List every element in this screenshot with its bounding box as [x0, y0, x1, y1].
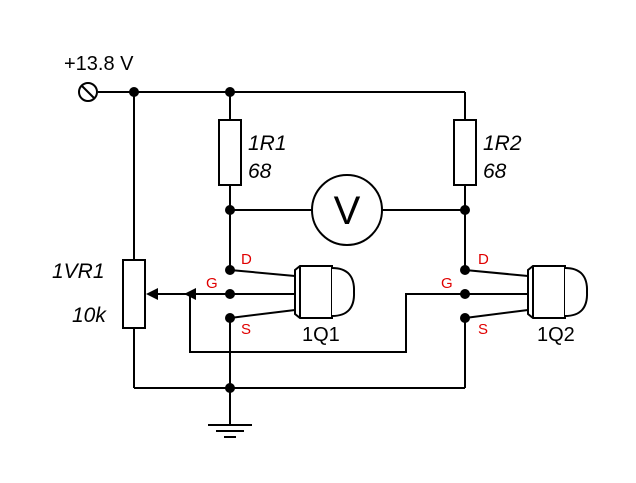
- potentiometer-value: 10k: [72, 304, 107, 327]
- lead-drain: [229, 269, 296, 277]
- resistor-value: 68: [248, 160, 272, 183]
- junction-dot: [225, 265, 235, 275]
- junction-dot: [460, 265, 470, 275]
- potentiometer-body: [122, 259, 146, 329]
- junction-dot: [225, 289, 235, 299]
- pin-s-label: S: [478, 321, 488, 338]
- package-cap: [331, 267, 356, 317]
- supply-terminal: +13.8 V: [64, 53, 134, 102]
- package-cap: [564, 267, 589, 317]
- junction-dot: [460, 289, 470, 299]
- lead-source: [229, 309, 296, 319]
- gate-arrow-icon: [184, 288, 196, 300]
- transistor-ref: 1Q2: [537, 324, 575, 346]
- resistor-body: [453, 119, 477, 186]
- resistor-ref: 1R2: [483, 132, 522, 155]
- ground-symbol: [208, 424, 252, 438]
- voltmeter: V: [311, 174, 383, 246]
- lead-source: [464, 309, 529, 319]
- pin-d-label: D: [478, 251, 489, 268]
- junction-dot: [460, 313, 470, 323]
- transistor-ref: 1Q1: [302, 324, 340, 346]
- transistor-1q1: D G S 1Q1: [206, 251, 356, 346]
- wiper-arrow-icon: [146, 288, 158, 300]
- lead-drain: [464, 269, 529, 277]
- junction-dot: [225, 205, 235, 215]
- resistor-1r1: 1R1 68: [218, 119, 287, 186]
- wire-gate-link: [189, 293, 465, 353]
- pin-g-label: G: [441, 275, 453, 292]
- potentiometer-ref: 1VR1: [52, 260, 105, 283]
- junction-dot: [225, 313, 235, 323]
- junction-dot: [225, 383, 235, 393]
- transistor-1q2: D G S 1Q2: [441, 251, 589, 346]
- junctions: [129, 87, 470, 393]
- resistor-value: 68: [483, 160, 507, 183]
- terminal-circle: [78, 82, 98, 102]
- junction-dot: [129, 87, 139, 97]
- junction-dot: [225, 87, 235, 97]
- pin-s-label: S: [241, 321, 251, 338]
- voltmeter-circle: [311, 174, 383, 246]
- pin-g-label: G: [206, 275, 218, 292]
- resistor-body: [218, 119, 242, 186]
- terminal-slash: [80, 84, 96, 100]
- resistor-1r2: 1R2 68: [453, 119, 522, 186]
- supply-label: +13.8 V: [64, 53, 134, 75]
- voltmeter-symbol: V: [334, 189, 361, 233]
- potentiometer-1vr1: 1VR1 10k: [52, 259, 158, 329]
- pin-d-label: D: [241, 251, 252, 268]
- resistor-ref: 1R1: [248, 132, 287, 155]
- junction-dot: [460, 205, 470, 215]
